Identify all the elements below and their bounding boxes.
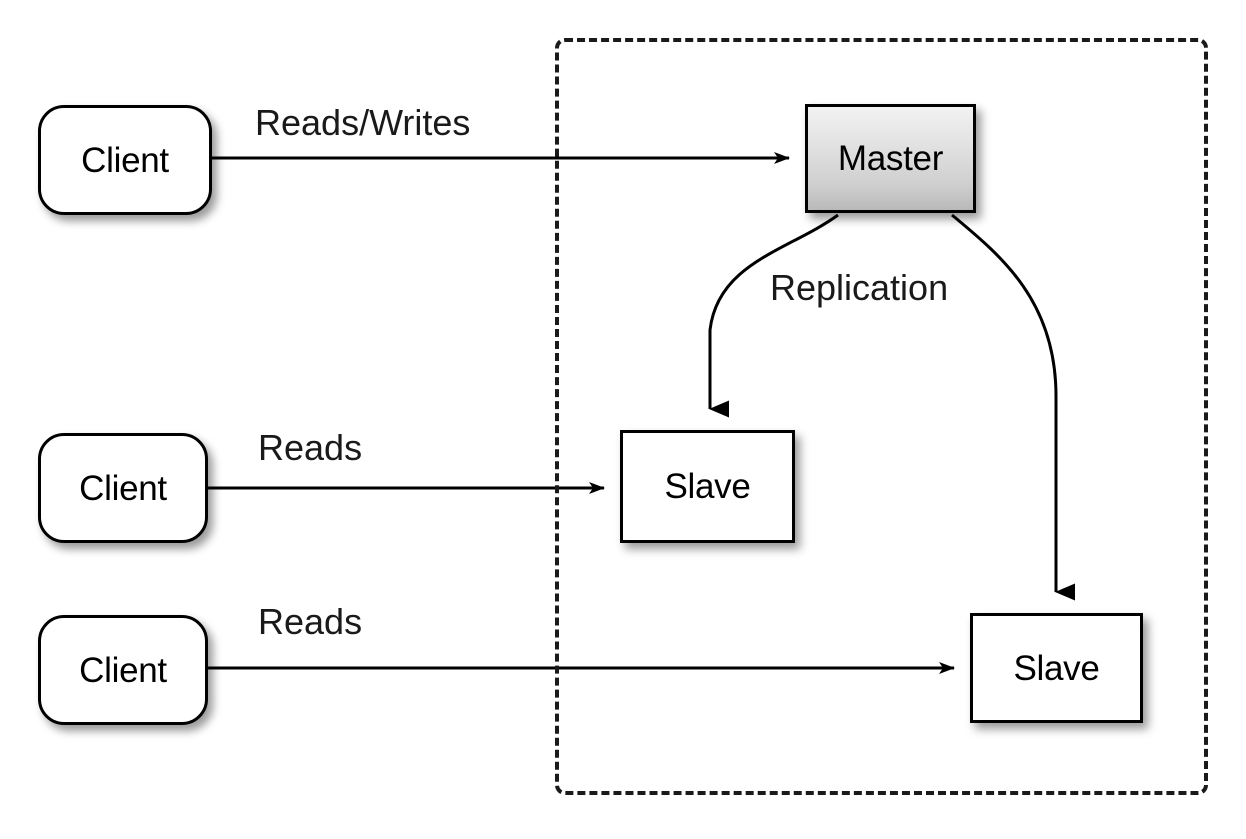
node-client-2[interactable]: Client <box>38 433 208 543</box>
node-slave-2-label: Slave <box>1013 648 1100 688</box>
node-client-2-label: Client <box>79 468 167 508</box>
node-slave-1[interactable]: Slave <box>620 430 795 543</box>
node-slave-2[interactable]: Slave <box>970 613 1143 723</box>
node-client-3-label: Client <box>79 650 167 690</box>
database-cluster-boundary <box>555 38 1208 795</box>
edge-label-reads-1: Reads <box>258 427 363 468</box>
edge-label-reads-writes: Reads/Writes <box>255 102 471 143</box>
node-master[interactable]: Master <box>805 104 976 213</box>
edge-label-replication: Replication <box>770 267 949 308</box>
node-slave-1-label: Slave <box>664 467 751 506</box>
node-client-3[interactable]: Client <box>38 615 208 725</box>
node-client-1[interactable]: Client <box>38 105 212 215</box>
node-master-label: Master <box>837 139 944 178</box>
edge-label-reads-2: Reads <box>258 601 363 642</box>
node-client-1-label: Client <box>81 140 169 180</box>
